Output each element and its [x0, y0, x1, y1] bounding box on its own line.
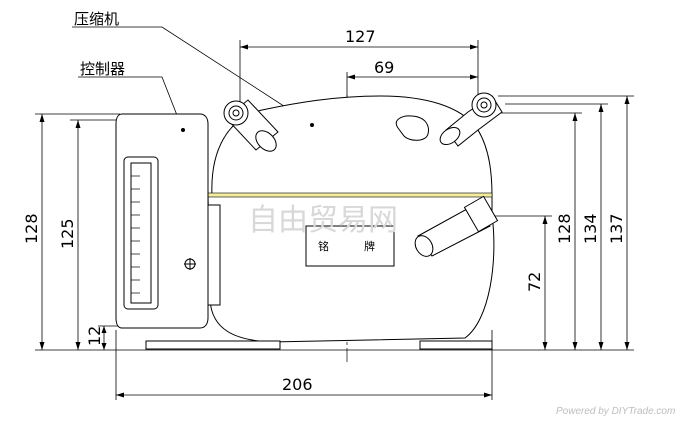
dimension-arrows: [39, 44, 630, 398]
controller-box: [115, 113, 209, 329]
dimension-height-right-1: 128: [555, 213, 574, 244]
dimension-height-left-inner: 125: [58, 218, 77, 249]
dimension-foot-height: 12: [85, 326, 104, 346]
discharge-tube-right: [439, 92, 503, 147]
dimension-height-tube: 72: [525, 272, 544, 292]
compressor-body: [206, 95, 495, 343]
suction-tube-left: [223, 99, 279, 152]
dimension-width-top: 127: [345, 27, 376, 46]
nameplate: [305, 225, 395, 267]
mounting-feet: [145, 340, 493, 350]
controller-label: 控制器: [80, 60, 125, 78]
process-tube: [414, 195, 499, 257]
compressor-label: 压缩机: [74, 10, 119, 28]
watermark-text: 自由贸易网: [248, 203, 398, 238]
dimension-height-left-outer: 128: [22, 213, 41, 244]
leader-lines: [72, 26, 311, 129]
dimension-height-right-2: 134: [581, 213, 600, 244]
dimension-offset-top: 69: [374, 58, 394, 77]
credit-text: Powered by DIYTrade.com: [556, 406, 675, 417]
nameplate-text-right: 牌: [364, 239, 375, 253]
ground-screw-icon: [184, 258, 196, 270]
dimension-height-right-3: 137: [607, 213, 626, 244]
controller-scale-ticks: [131, 175, 140, 294]
nameplate-text-left: 铭: [318, 239, 329, 253]
dimension-width-bottom: 206: [282, 375, 313, 394]
leader-dots: [181, 123, 314, 132]
